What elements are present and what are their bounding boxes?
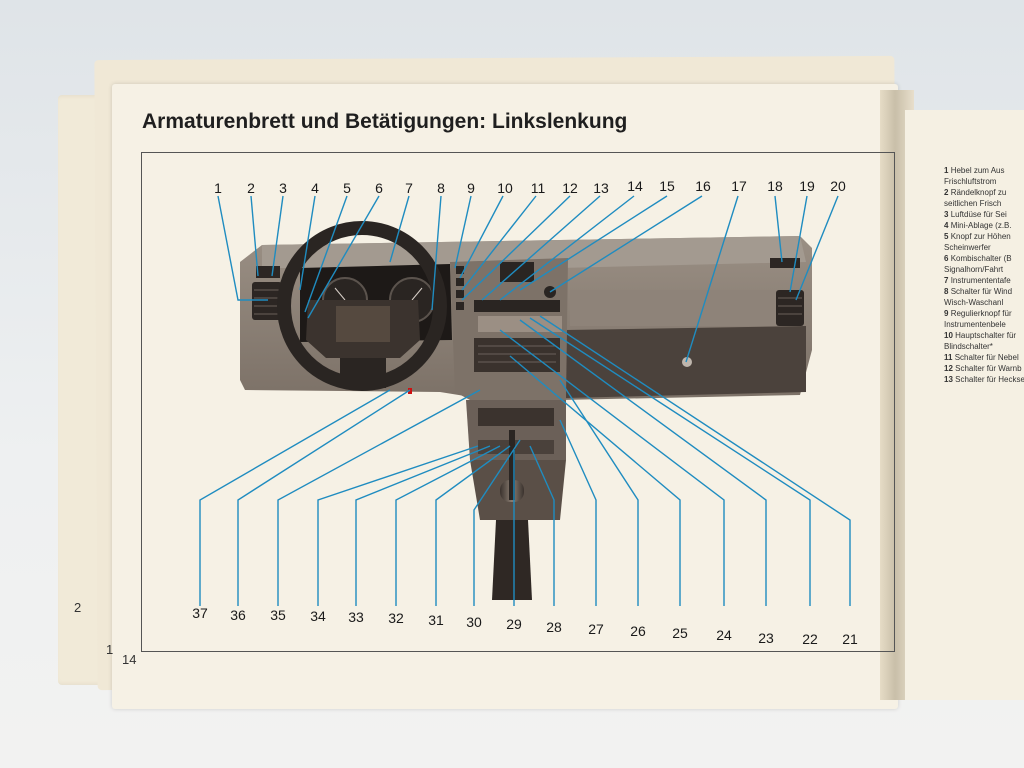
callout-14: 14 [627, 178, 643, 194]
right-upper-vent [770, 258, 800, 268]
facing-page [905, 110, 1024, 700]
callout-26: 26 [630, 623, 646, 639]
callout-11: 11 [530, 180, 546, 196]
page-title: Armaturenbrett und Betätigungen: Linksle… [142, 110, 628, 133]
callout-36: 36 [230, 607, 246, 623]
legend-item: Wisch-Waschanl [944, 298, 1004, 307]
legend-item: 6 Kombischalter (B [944, 254, 1012, 263]
legend-item: 13 Schalter für Heckse [944, 375, 1024, 384]
margin-number-underlying: 2 [74, 600, 82, 615]
callout-33: 33 [348, 609, 364, 625]
callout-17: 17 [731, 178, 747, 194]
callout-28: 28 [546, 619, 562, 635]
callout-19: 19 [799, 178, 815, 194]
legend-item: seitlichen Frisch [944, 199, 1002, 208]
radio-slot [474, 300, 560, 312]
callout-31: 31 [428, 612, 444, 628]
legend-item: Frischluftstrom [944, 177, 997, 186]
callout-9: 9 [467, 180, 475, 196]
page-number: 14 [122, 652, 137, 667]
legend-item: 5 Knopf zur Höhen [944, 232, 1011, 241]
callout-27: 27 [588, 621, 604, 637]
callout-3: 3 [279, 180, 287, 196]
callout-4: 4 [311, 180, 319, 196]
heater-controls [478, 316, 562, 332]
callout-1: 1 [214, 180, 222, 196]
red-marker [408, 388, 412, 394]
legend-item: Signalhorn/Fahrt [944, 265, 1004, 274]
legend-item: 2 Rändelknopf zu [944, 188, 1007, 197]
legend-list: 1 Hebel zum Aus Frischluftstrom 2 Rändel… [944, 165, 1024, 385]
left-air-vent [252, 282, 282, 320]
callout-24: 24 [716, 627, 732, 643]
callout-23: 23 [758, 630, 774, 646]
legend-item: 12 Schalter für Warnb [944, 364, 1022, 373]
legend-item: Instrumentenbele [944, 320, 1006, 329]
callout-6: 6 [375, 180, 383, 196]
callout-13: 13 [593, 180, 609, 196]
legend-item: 7 Instrumententafe [944, 276, 1011, 285]
callout-5: 5 [343, 180, 351, 196]
glovebox-lock [682, 357, 692, 367]
callout-18: 18 [767, 178, 783, 194]
horn-pad [336, 306, 390, 342]
callout-8: 8 [437, 180, 445, 196]
gear-boot [492, 520, 532, 600]
legend-item: 4 Mini-Ablage (z.B. [944, 221, 1012, 230]
callout-7: 7 [405, 180, 413, 196]
illustration-frame [141, 152, 895, 652]
callout-21: 21 [842, 631, 858, 647]
left-upper-vent [256, 266, 280, 278]
legend-item: 1 Hebel zum Aus [944, 166, 1005, 175]
callout-10: 10 [497, 180, 513, 196]
callout-35: 35 [270, 607, 286, 623]
legend-item: 8 Schalter für Wind [944, 287, 1013, 296]
legend-item: 10 Hauptschalter für [944, 331, 1017, 340]
callout-34: 34 [310, 608, 326, 624]
callout-30: 30 [466, 614, 482, 630]
callout-16: 16 [695, 178, 711, 194]
legend-item: Blindschalter* [944, 342, 993, 351]
callout-15: 15 [659, 178, 675, 194]
ashtray [478, 408, 554, 426]
callout-32: 32 [388, 610, 404, 626]
callout-22: 22 [802, 631, 818, 647]
steering-column [340, 358, 386, 388]
legend-item: 11 Schalter für Nebel [944, 353, 1019, 362]
glovebox-lid [570, 290, 802, 326]
callout-37: 37 [192, 605, 208, 621]
legend-item: 9 Regulierknopf für [944, 309, 1012, 318]
callout-25: 25 [672, 625, 688, 641]
callout-2: 2 [247, 180, 255, 196]
legend-item: Scheinwerfer [944, 243, 991, 252]
callout-12: 12 [562, 180, 578, 196]
legend-item: 3 Luftdüse für Sei [944, 210, 1007, 219]
callout-20: 20 [830, 178, 846, 194]
margin-number-back: 1 [106, 642, 114, 657]
callout-29: 29 [506, 616, 522, 632]
